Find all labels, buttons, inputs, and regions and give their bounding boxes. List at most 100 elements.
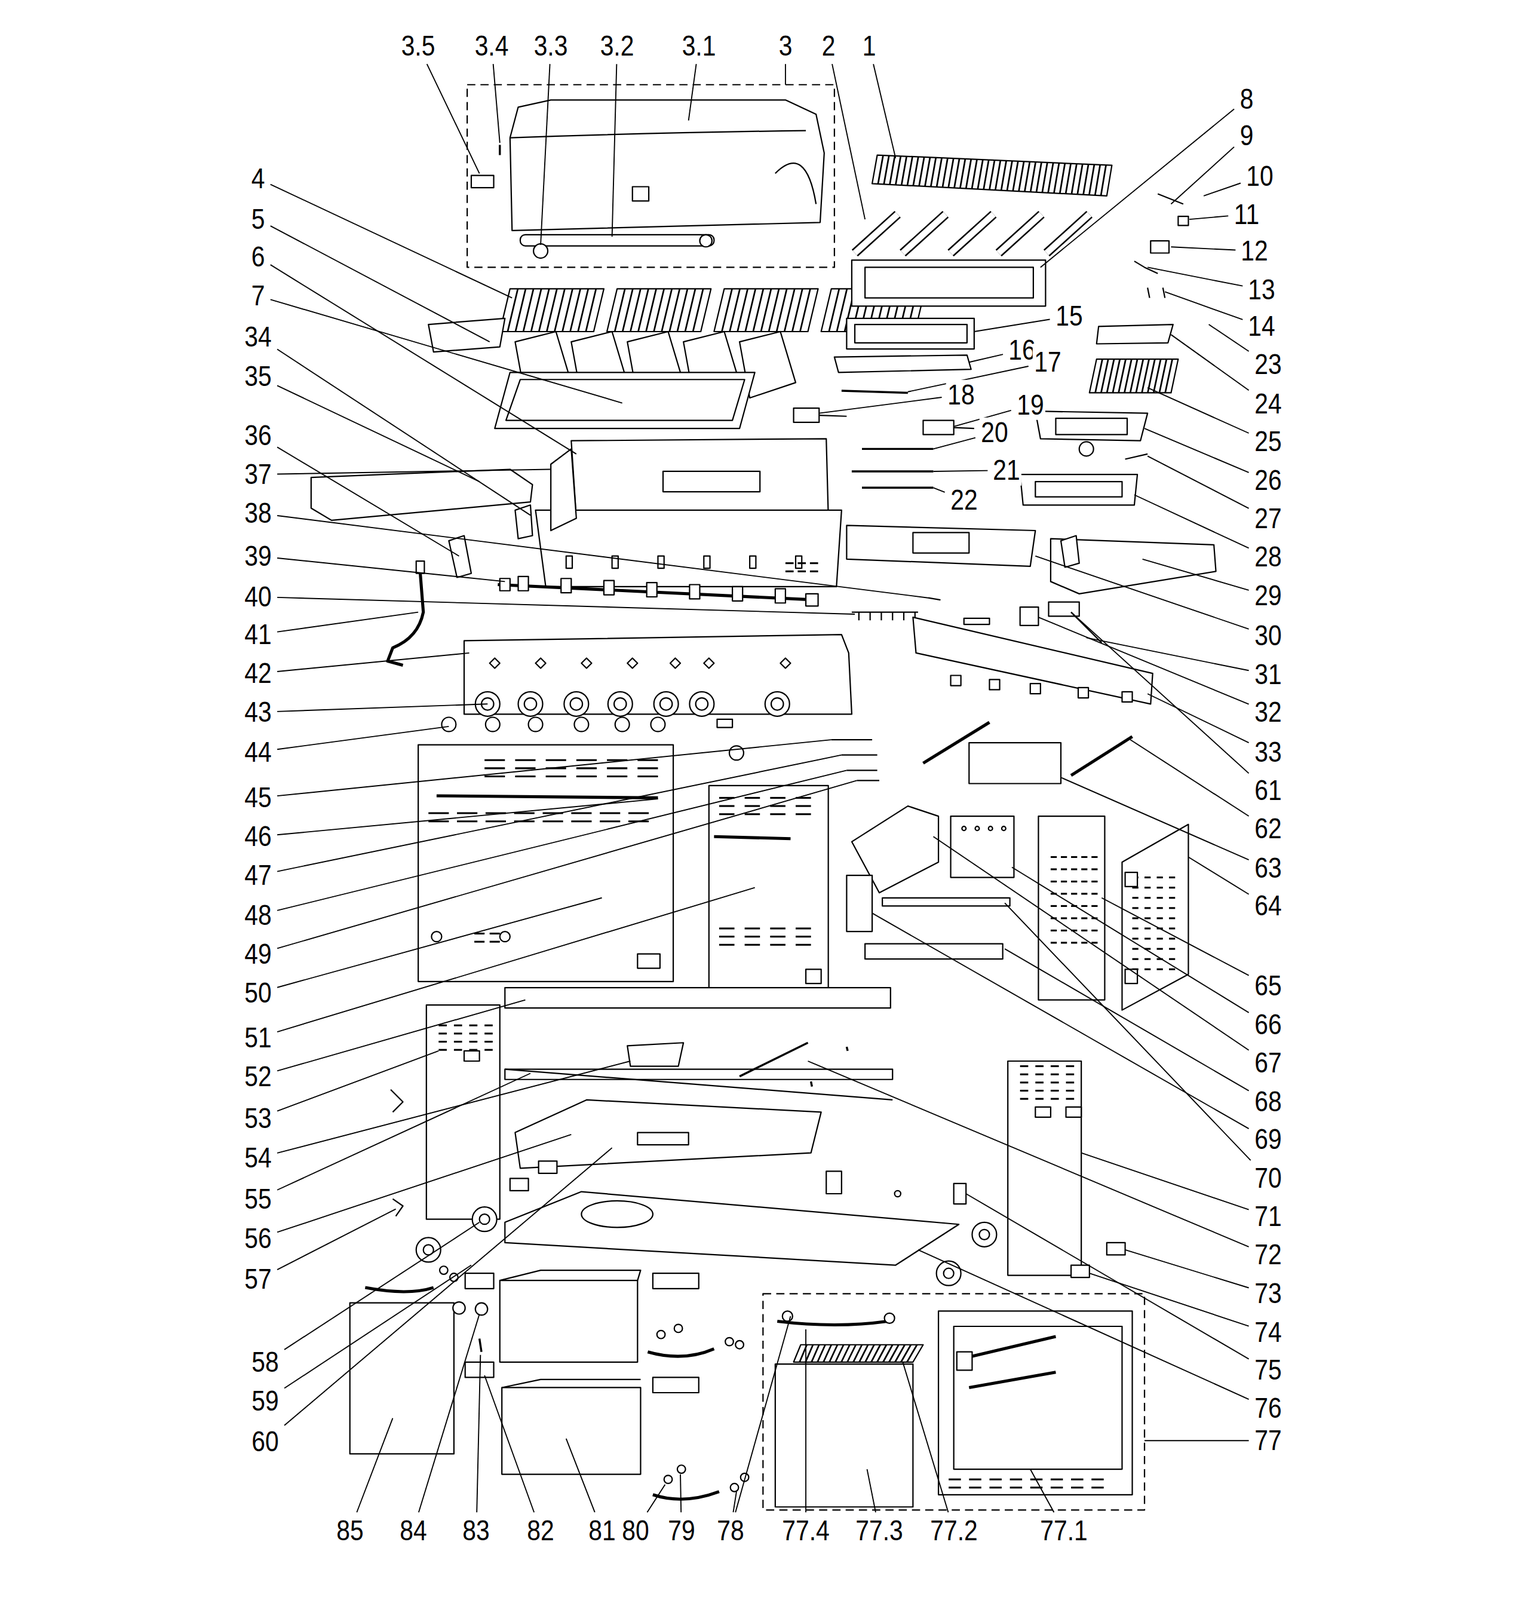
leader-line: [356, 1418, 393, 1513]
part-circle: [943, 1268, 954, 1279]
part-line: [1168, 968, 1175, 971]
part-outline: [805, 593, 818, 606]
part-line: [1168, 937, 1175, 940]
part-outline: [846, 875, 873, 932]
part-line: [797, 570, 806, 573]
part-outline: [950, 815, 1015, 877]
leader-line: [680, 1474, 681, 1513]
part-outline: [426, 1004, 500, 1220]
part-line: [1010, 1486, 1023, 1488]
part-line: [851, 470, 934, 472]
leader-line: [1040, 109, 1235, 268]
part-line: [1147, 287, 1150, 299]
part-outline: [749, 556, 756, 569]
part-line: [576, 759, 597, 762]
part-outline: [632, 186, 649, 202]
part-outline: [703, 556, 710, 569]
callout-number: 37: [243, 459, 273, 490]
leader-line: [277, 652, 469, 672]
part-outline: [1048, 602, 1080, 617]
part-line: [869, 612, 871, 621]
part-line: [858, 612, 860, 621]
part-line: [1060, 880, 1067, 883]
part-outline: [1177, 216, 1189, 226]
leader-line: [1060, 777, 1250, 860]
leader-line: [493, 63, 500, 143]
part-outline: [637, 1132, 689, 1145]
part-line: [1132, 906, 1139, 909]
callout-number: 48: [243, 900, 273, 931]
part-line: [880, 612, 882, 621]
callout-number: 56: [243, 1223, 273, 1254]
callout-number: 32: [1252, 697, 1283, 727]
part-outline: [518, 576, 529, 591]
callout-number: 26: [1252, 465, 1283, 496]
callout-number: 3.4: [473, 31, 511, 61]
callout-number: 63: [1252, 852, 1283, 883]
part-line: [1168, 906, 1175, 909]
part-outline: [826, 1170, 842, 1194]
callout-number: 13: [1246, 274, 1277, 305]
callout-number: 77: [1252, 1425, 1283, 1456]
part-outline: [581, 657, 592, 668]
callout-number: 25: [1252, 426, 1283, 457]
part-line: [571, 811, 592, 814]
part-line: [907, 156, 913, 186]
part-line: [989, 1486, 1002, 1488]
part-line: [514, 759, 536, 762]
part-line: [469, 1032, 478, 1034]
part-line: [795, 935, 812, 938]
part-outline: [514, 1099, 821, 1168]
part-line: [1144, 968, 1151, 971]
part-line: [1001, 160, 1007, 191]
callout-number: 3.5: [399, 31, 437, 61]
part-line: [484, 1040, 493, 1043]
part-line: [744, 805, 761, 808]
callout-number: 59: [250, 1385, 281, 1416]
part-line: [989, 1478, 1002, 1481]
part-outline: [834, 354, 972, 373]
part-line: [606, 775, 628, 778]
part-line: [959, 158, 966, 189]
part-line: [1157, 906, 1164, 909]
callout-number: 15: [1053, 301, 1084, 331]
part-line: [942, 158, 948, 188]
callout-number: 77.3: [854, 1514, 905, 1545]
callout-number: 28: [1252, 541, 1283, 572]
part-line: [1024, 161, 1030, 192]
part-line: [1071, 916, 1077, 919]
part-line: [484, 1024, 493, 1027]
part-line: [606, 766, 628, 769]
part-line: [1144, 886, 1151, 889]
part-line: [1050, 1065, 1060, 1067]
part-line: [1050, 941, 1057, 944]
part-outline: [912, 532, 969, 553]
part-outline: [956, 1351, 973, 1371]
part-line: [1132, 927, 1139, 929]
part-line: [438, 1048, 447, 1051]
callout-number: 46: [243, 821, 273, 852]
callout-number: 67: [1252, 1047, 1283, 1078]
part-line: [797, 562, 806, 564]
part-line: [950, 214, 994, 254]
leader-line: [1130, 739, 1249, 816]
part-circle: [439, 1265, 449, 1275]
part-circle: [431, 931, 442, 942]
part-line: [1132, 947, 1139, 950]
handle: [652, 1491, 720, 1500]
leader-line: [277, 469, 551, 475]
part-line: [1091, 1486, 1104, 1488]
leader-line: [277, 1060, 631, 1153]
handle: [647, 1348, 714, 1357]
part-line: [1046, 214, 1090, 254]
leader-line: [540, 63, 551, 245]
part-line: [769, 927, 786, 929]
part-line: [456, 811, 478, 814]
leader-line: [933, 470, 988, 472]
leader-line: [284, 1265, 472, 1389]
part-circle: [725, 1337, 734, 1346]
grill-parts: [311, 84, 1217, 1511]
part-line: [1035, 1089, 1044, 1092]
handle: [777, 1320, 888, 1325]
